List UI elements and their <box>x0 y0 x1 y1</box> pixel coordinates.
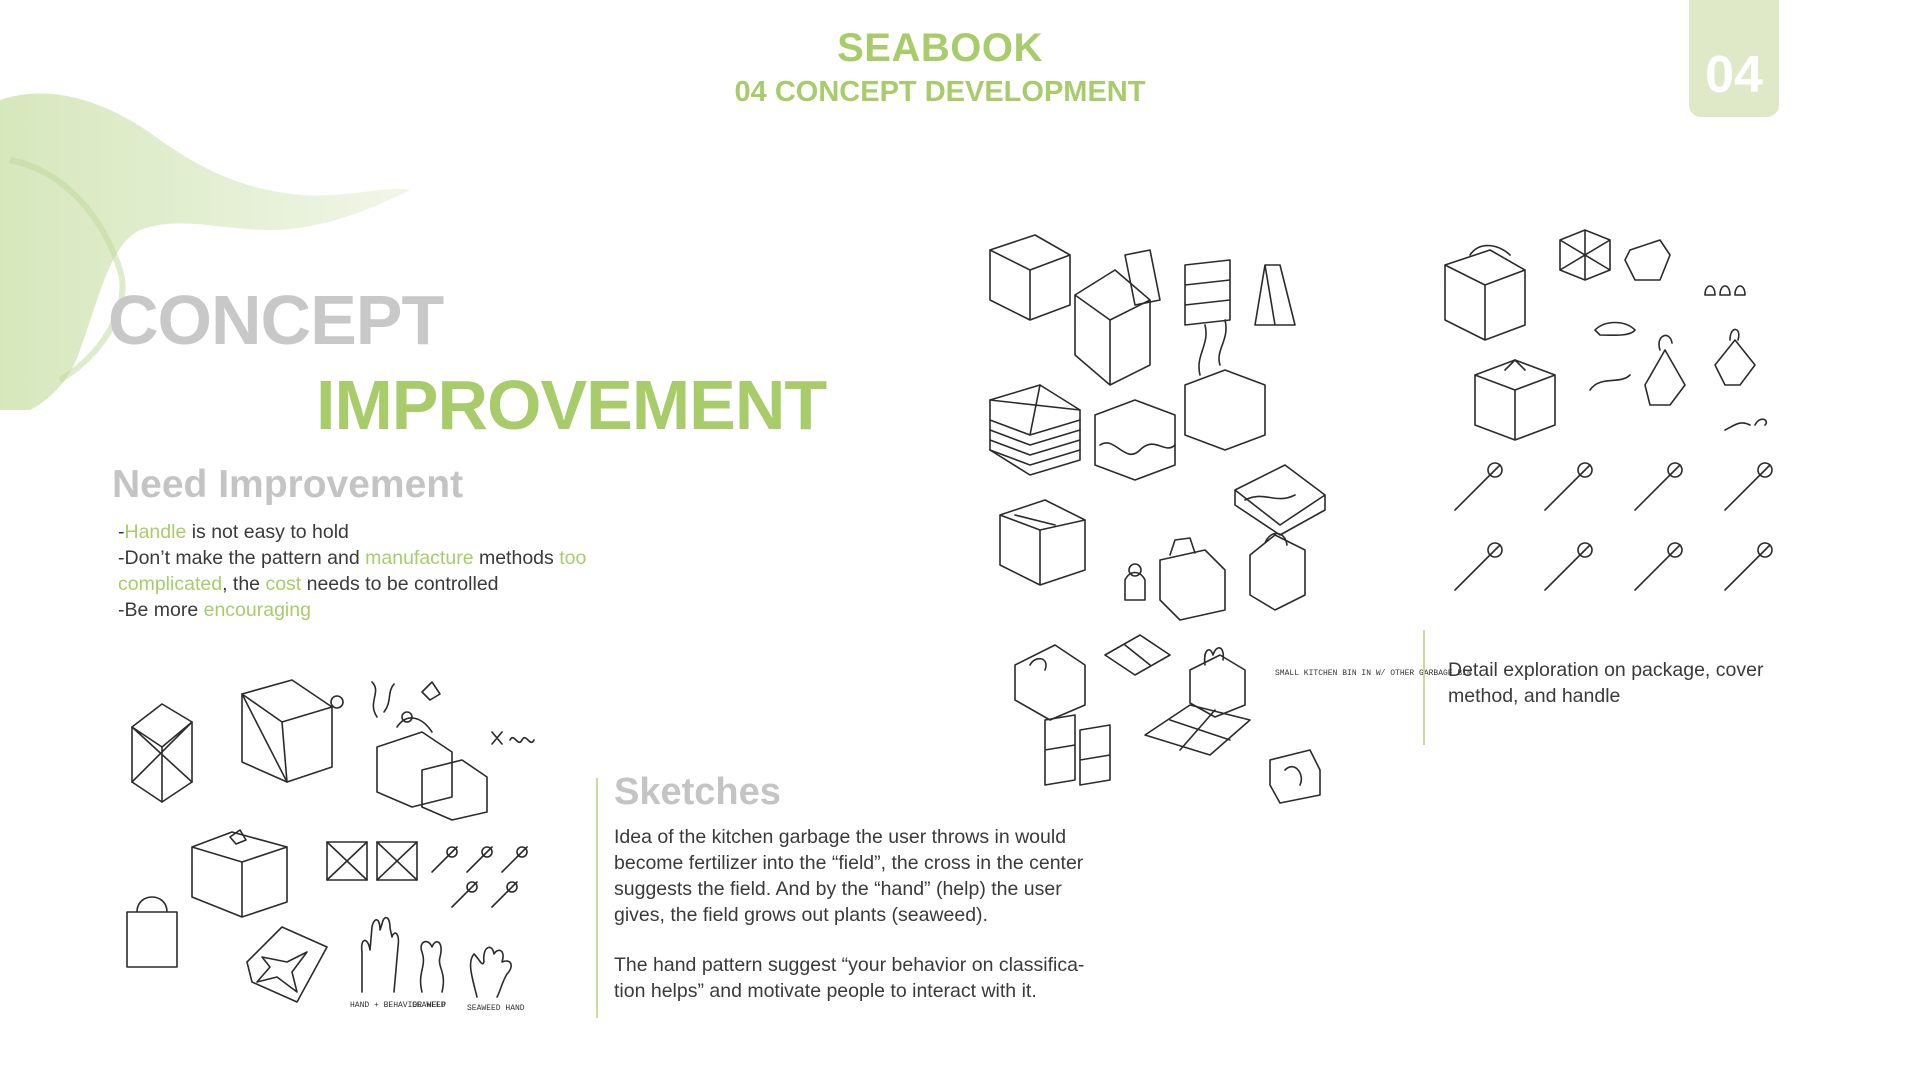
sketch-note-hand: HAND + BEHAVIOR HELP <box>350 1001 446 1010</box>
document-title: SEABOOK <box>837 26 1043 70</box>
need-item-handle: -Handle is not easy to hold <box>118 521 349 543</box>
sketches-paragraph-field: Idea of the kitchen garbage the user thr… <box>614 826 1084 926</box>
sketches-divider-line <box>596 778 598 1018</box>
heading-sketches: Sketches <box>614 771 781 813</box>
document-subtitle: 04 CONCEPT DEVELOPMENT <box>734 76 1146 108</box>
heading-improvement: IMPROVEMENT <box>316 366 827 444</box>
heading-concept: CONCEPT <box>108 281 444 359</box>
heading-need-improvement: Need Improvement <box>112 463 464 506</box>
sketch-package-forms: SMALL KITCHEN BIN IN W/ OTHER GARBAGE BI… <box>975 225 1472 804</box>
sketch-note-small-bin: SMALL KITCHEN BIN IN W/ OTHER GARBAGE BI… <box>1275 669 1472 678</box>
need-item-encouraging: -Be more encouraging <box>118 599 311 621</box>
sketch-note-seaweed-hand: SEAWEED HAND <box>467 1004 525 1013</box>
need-item-pattern: -Don’t make the pattern and manufacture … <box>118 547 587 569</box>
sketches-paragraph-hand: The hand pattern suggest “your behavior … <box>614 954 1085 1002</box>
sketch-handle-and-pattern: HAND + BEHAVIOR HELP SEAWEED SEAWEED HAN… <box>122 662 572 1017</box>
sketch-handle-details <box>1420 225 1800 610</box>
detail-exploration-caption: Detail exploration on package, cover met… <box>1448 659 1764 707</box>
page-number-badge: 04 <box>1689 0 1779 117</box>
detail-divider-line <box>1423 630 1425 745</box>
need-improvement-list: -Handle is not easy to hold -Don’t make … <box>118 519 638 623</box>
sketch-note-seaweed: SEAWEED <box>412 1001 446 1010</box>
seaweed-leaf-decoration <box>0 93 410 410</box>
need-item-pattern-cont: complicated, the cost needs to be contro… <box>118 573 499 595</box>
